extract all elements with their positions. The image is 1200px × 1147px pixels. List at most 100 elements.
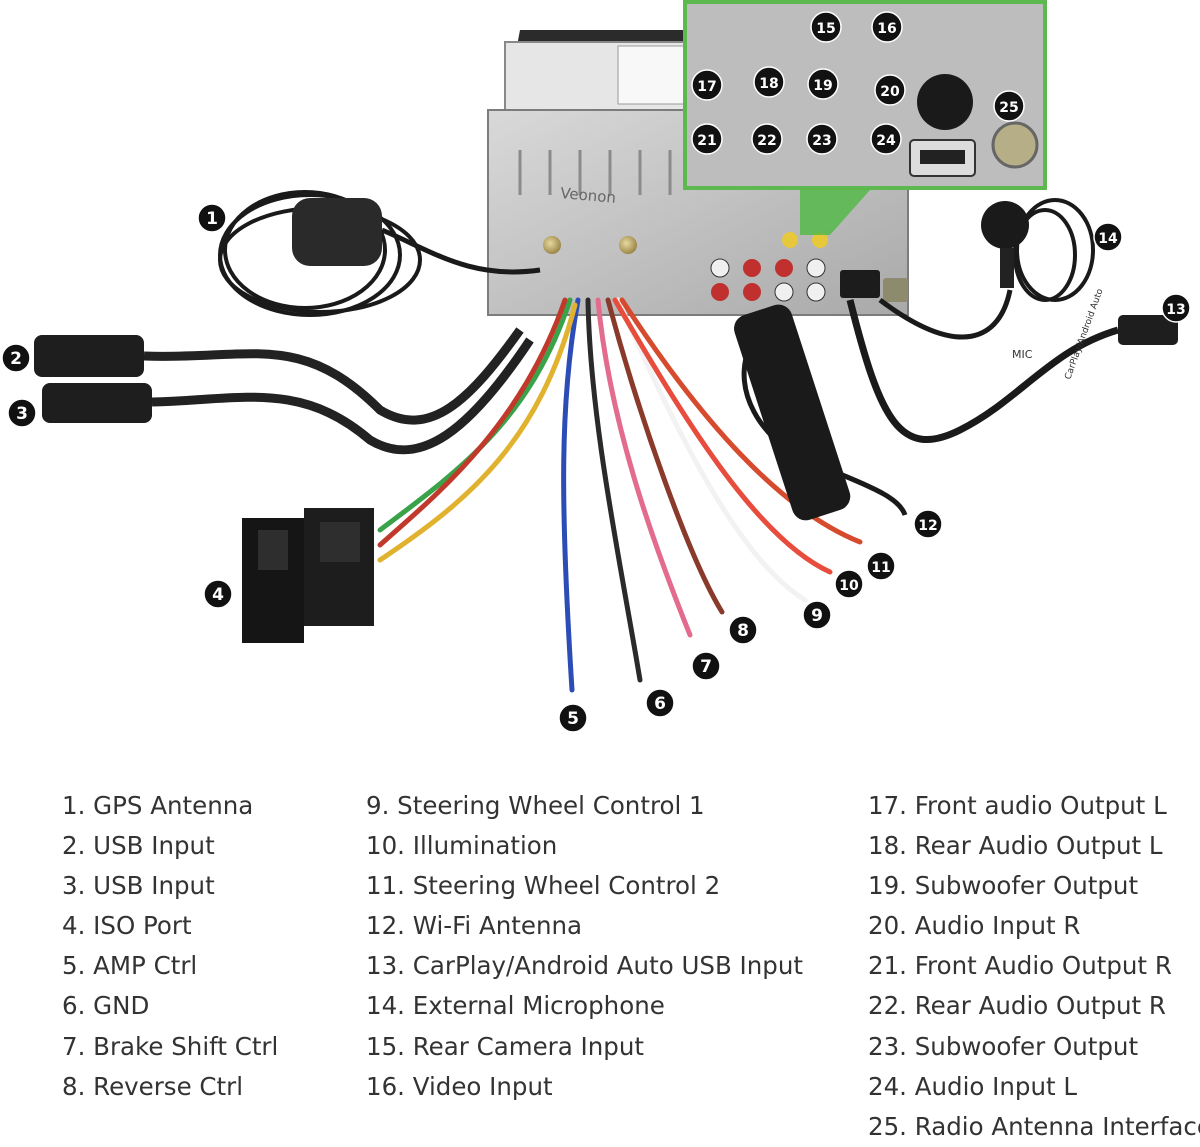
callout-circle	[870, 123, 902, 155]
callout-circle	[1, 343, 31, 373]
legend-item: 23. Subwoofer Output	[868, 1031, 1139, 1061]
callout-number: 12	[918, 518, 937, 534]
callout-circle	[691, 651, 721, 681]
legend-item: 18. Rear Audio Output L	[868, 831, 1163, 861]
callout-circle	[558, 703, 588, 733]
callout-number: 21	[697, 133, 716, 149]
callout-circle	[197, 203, 227, 233]
usb-inputs	[34, 327, 534, 455]
legend-item: 15. Rear Camera Input	[366, 1031, 644, 1061]
callout-23: 23	[806, 123, 838, 155]
callout-1: 1	[197, 203, 227, 233]
callout-17: 17	[691, 69, 723, 101]
callout-20: 20	[874, 74, 906, 106]
callout-number: 2	[10, 349, 22, 369]
legend-item: 12. Wi-Fi Antenna	[366, 911, 583, 941]
callout-number: 4	[212, 585, 224, 605]
callout-circle	[913, 509, 943, 539]
legend-item: 8. Reverse Ctrl	[62, 1071, 244, 1101]
callout-25: 25	[993, 90, 1025, 122]
legend-item: 25. Radio Antenna Interface	[868, 1111, 1200, 1141]
callout-5: 5	[558, 703, 588, 733]
wiring-diagram: Veonon	[1, 0, 1191, 733]
callout-circle	[691, 123, 723, 155]
callout-number: 20	[880, 84, 900, 100]
callout-number: 19	[813, 78, 832, 94]
callout-circle	[7, 398, 37, 428]
legend-item: 4. ISO Port	[62, 911, 192, 941]
callout-number: 24	[876, 133, 896, 149]
legend-item: 1. GPS Antenna	[62, 791, 254, 820]
iso-port	[242, 508, 374, 643]
legend-column-2: 9. Steering Wheel Control 1 10. Illumina…	[366, 786, 803, 1107]
callout-19: 19	[807, 68, 839, 100]
legend-item: 13. CarPlay/Android Auto USB Input	[366, 951, 803, 981]
brand-logo: Veonon	[560, 184, 617, 207]
legend-item: 9. Steering Wheel Control 1	[366, 791, 705, 820]
callout-7: 7	[691, 651, 721, 681]
legend-item: 10. Illumination	[366, 831, 558, 861]
callout-24: 24	[870, 123, 902, 155]
callout-11: 11	[866, 551, 896, 581]
callout-number: 1	[206, 209, 218, 229]
callout-circle	[645, 688, 675, 718]
mic-tag: MIC	[1012, 348, 1033, 361]
callout-number: 13	[1166, 302, 1185, 318]
callout-8: 8	[728, 615, 758, 645]
callout-3: 3	[7, 398, 37, 428]
callout-circle	[728, 615, 758, 645]
callout-circle	[691, 69, 723, 101]
callout-4: 4	[203, 579, 233, 609]
callout-number: 10	[839, 578, 859, 594]
callout-circle	[203, 579, 233, 609]
legend-item: 17. Front audio Output L	[868, 791, 1167, 820]
external-microphone: MIC	[878, 198, 1095, 361]
callout-21: 21	[691, 123, 723, 155]
callout-14: 14	[1093, 222, 1123, 252]
callout-number: 7	[700, 657, 712, 677]
callout-number: 6	[654, 694, 666, 714]
callout-circle	[866, 551, 896, 581]
legend-item: 6. GND	[62, 991, 150, 1021]
legend-item: 16. Video Input	[366, 1071, 553, 1101]
callout-number: 14	[1098, 231, 1118, 247]
callout-12: 12	[913, 509, 943, 539]
legend-item: 24. Audio Input L	[868, 1071, 1078, 1101]
callout-16: 16	[871, 11, 903, 43]
wifi-antenna	[734, 304, 908, 521]
callout-number: 25	[999, 100, 1018, 116]
legend-item: 5. AMP Ctrl	[62, 951, 198, 981]
legend-item: 22. Rear Audio Output R	[868, 991, 1166, 1021]
callout-number: 3	[16, 404, 28, 424]
gps-antenna	[218, 190, 541, 317]
callout-number: 17	[697, 79, 716, 95]
callout-number: 15	[816, 21, 835, 37]
legend-item: 14. External Microphone	[366, 991, 665, 1021]
callout-6: 6	[645, 688, 675, 718]
callout-9: 9	[802, 600, 832, 630]
callout-22: 22	[751, 123, 783, 155]
rear-panel-inset	[683, 0, 1047, 235]
callout-circle	[810, 11, 842, 43]
callout-2: 2	[1, 343, 31, 373]
callout-number: 22	[757, 133, 776, 149]
callout-circle	[753, 66, 785, 98]
callout-number: 23	[812, 133, 831, 149]
legend-item: 11. Steering Wheel Control 2	[366, 871, 721, 901]
callout-circle	[871, 11, 903, 43]
legend-item: 2. USB Input	[62, 831, 215, 861]
legend-item: 20. Audio Input R	[868, 911, 1081, 941]
callout-circle	[1161, 293, 1191, 323]
callout-18: 18	[753, 66, 785, 98]
legend-item: 7. Brake Shift Ctrl	[62, 1031, 279, 1061]
callout-15: 15	[810, 11, 842, 43]
callout-number: 11	[871, 560, 890, 576]
callout-10: 10	[834, 569, 864, 599]
legend-item: 3. USB Input	[62, 871, 215, 901]
callout-13: 13	[1161, 293, 1191, 323]
callout-circle	[834, 569, 864, 599]
legend-column-1: 1. GPS Antenna 2. USB Input 3. USB Input…	[62, 786, 278, 1107]
callout-circle	[874, 74, 906, 106]
callout-circle	[1093, 222, 1123, 252]
